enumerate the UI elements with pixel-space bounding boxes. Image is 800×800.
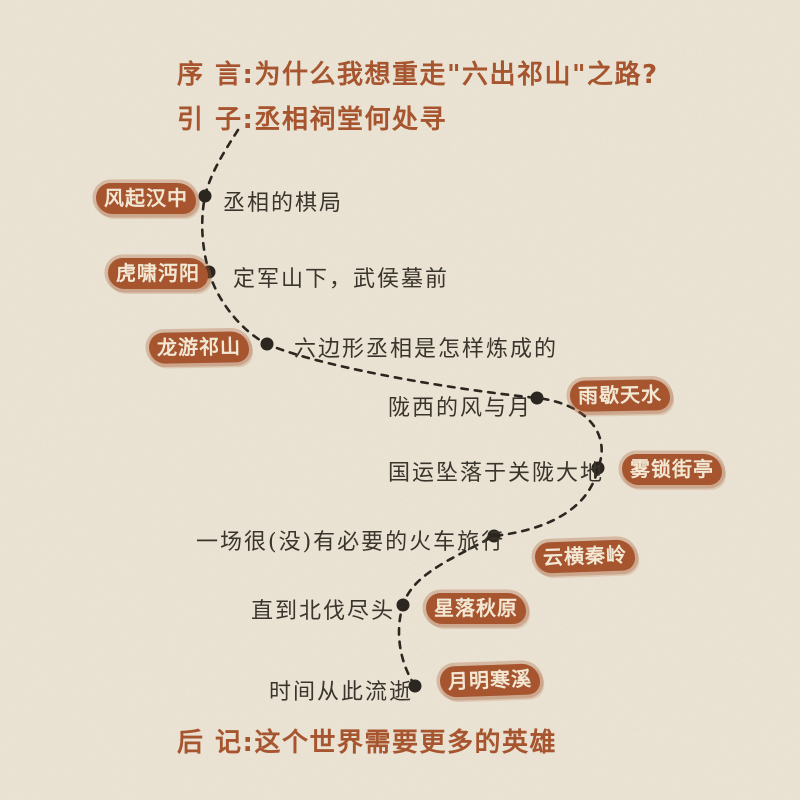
chapter-badge-fengqihanzhong: 风起汉中: [96, 183, 196, 214]
route-dot-4: [530, 391, 544, 405]
route-dot-3: [260, 337, 274, 351]
chapter-desc-2: 定军山下，武侯墓前: [233, 267, 450, 292]
epilogue-title: 后 记:这个世界需要更多的英雄: [177, 728, 557, 758]
route-dot-7: [396, 598, 410, 612]
chapter-badge-xingluoqiuyuan: 星落秋原: [426, 593, 526, 624]
chapter-badge-huxiaomianyang: 虎啸沔阳: [108, 258, 208, 289]
chapter-desc-8: 时间从此流逝: [269, 680, 414, 705]
chapter-badge-yuemionghanxi: 月明寒溪: [439, 663, 541, 698]
preface-title: 序 言:为什么我想重走"六出祁山"之路?: [177, 60, 659, 90]
chapter-desc-3: 六边形丞相是怎样炼成的: [294, 337, 559, 362]
chapter-badge-yuxietianshui: 雨歇天水: [569, 379, 671, 412]
route-dot-1: [198, 189, 212, 203]
chapter-desc-6: 一场很(没)有必要的火车旅行: [196, 530, 506, 555]
chapter-badge-yunhengqinling: 云横秦岭: [534, 539, 636, 574]
chapter-desc-1: 丞相的棋局: [223, 191, 344, 216]
chapter-desc-4: 陇西的风与月: [388, 396, 533, 421]
chapter-desc-5: 国运坠落于关陇大地: [388, 461, 605, 486]
chapter-desc-7: 直到北伐尽头: [251, 599, 396, 624]
intro-title: 引 子:丞相祠堂何处寻: [177, 105, 447, 135]
chapter-badge-wusuojieting: 雾锁街亭: [622, 454, 722, 485]
chapter-badge-longyouqishan: 龙游祁山: [148, 331, 250, 364]
